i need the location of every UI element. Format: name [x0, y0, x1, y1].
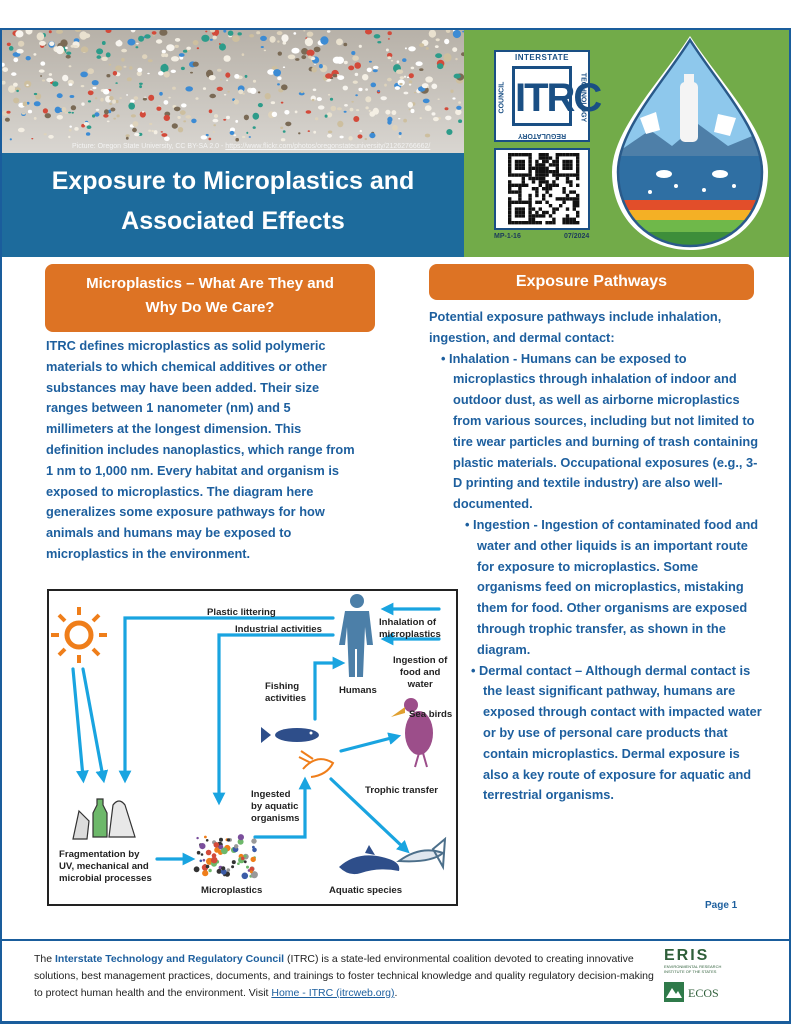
- itrc-logo-left-text: COUNCIL: [498, 81, 506, 114]
- section-heading-microplastics: Microplastics – What Are They and Why Do…: [45, 264, 375, 332]
- label-fragmentation-line1: Fragmentation by: [59, 849, 140, 860]
- page-title-line1: Exposure to Microplastics and: [51, 167, 415, 195]
- label-fragmentation: Fragmentation by UV, mechanical and micr…: [59, 849, 152, 885]
- bullet-ingestion: • Ingestion - Ingestion of contaminated …: [465, 516, 759, 657]
- label-trophic-transfer: Trophic transfer: [365, 785, 439, 796]
- sun-icon: [51, 607, 107, 663]
- page-title: Exposure to Microplastics and Associated…: [2, 161, 464, 241]
- label-inhalation-line1: Inhalation of: [379, 617, 437, 628]
- page-number: Page 1: [705, 900, 738, 911]
- section-heading-line2: Why Do We Care?: [145, 299, 275, 316]
- title-band: Exposure to Microplastics and Associated…: [2, 153, 464, 257]
- label-fishing: Fishing activities: [265, 681, 306, 705]
- eris-logo-subtitle: ENVIRONMENTAL RESEARCH INSTITUTE OF THE …: [664, 964, 722, 974]
- shrimp-icon: [298, 750, 335, 778]
- label-sea-birds: Sea birds: [409, 709, 453, 720]
- label-humans: Humans: [339, 685, 377, 696]
- label-microplastics: Microplastics: [201, 885, 263, 896]
- page-title-line2: Associated Effects: [121, 207, 345, 235]
- itrc-logo-box: ITRC: [512, 66, 602, 126]
- footer-prefix: The: [34, 953, 56, 965]
- exposure-pathway-diagram: Plastic littering Industrial activities …: [47, 589, 458, 906]
- footer-suffix: .: [394, 987, 398, 999]
- label-ingestion-line1: Ingestion of: [393, 655, 448, 666]
- bottom-border: [0, 1021, 791, 1024]
- label-fragmentation-line2: UV, mechanical and: [59, 861, 149, 872]
- label-aquatic-species: Aquatic species: [329, 885, 403, 896]
- label-ingested: Ingested by aquatic organisms: [251, 789, 300, 825]
- human-icon: [339, 594, 373, 677]
- qr-code-graphic: [496, 150, 588, 228]
- diagram-graphics: [51, 594, 447, 880]
- footer-itrc-link[interactable]: Home - ITRC (itrcweb.org): [271, 987, 395, 999]
- microplastic-particles: [193, 834, 258, 880]
- label-ingested-line3: organisms: [251, 813, 300, 824]
- label-inhalation: Inhalation of microplastics: [379, 617, 441, 641]
- photo-credit-link[interactable]: https://www.flickr.com/photos/oregonstat…: [225, 143, 431, 150]
- ecos-mountain-icon: [664, 982, 684, 1002]
- label-industrial-activities: Industrial activities: [235, 624, 322, 635]
- footer-divider: [0, 939, 791, 941]
- bullet-dermal-contact: • Dermal contact – Although dermal conta…: [471, 662, 762, 803]
- section-heading-line1: Microplastics – What Are They and: [86, 275, 334, 292]
- dolphin-icon: [339, 845, 400, 875]
- label-ingested-line2: by aquatic: [251, 801, 299, 812]
- qr-code-icon[interactable]: [494, 148, 590, 230]
- label-fragmentation-line3: microbial processes: [59, 873, 152, 884]
- exposure-pathways-text: Potential exposure pathways include inha…: [429, 307, 764, 806]
- eris-logo-word: ERIS: [664, 947, 710, 964]
- label-fishing-line1: Fishing: [265, 681, 300, 692]
- label-ingestion-line2: food and: [399, 667, 441, 678]
- itrc-logo-top-text: INTERSTATE: [514, 53, 570, 62]
- document-number: MP-1-16: [494, 233, 521, 240]
- label-ingestion-line3: water: [407, 679, 433, 690]
- fish-icon: [261, 727, 319, 743]
- microplastics-photo: Picture: Oregon State University, CC BY-…: [2, 30, 464, 153]
- microplastics-photo-image: [2, 30, 464, 153]
- photo-credit: Picture: Oregon State University, CC BY-…: [72, 143, 430, 150]
- itrc-logo-bottom-text: REGULATORY: [517, 132, 567, 139]
- label-plastic-littering: Plastic littering: [207, 607, 276, 618]
- eris-logo: ERIS ENVIRONMENTAL RESEARCH INSTITUTE OF…: [664, 947, 724, 975]
- label-ingested-line1: Ingested: [251, 789, 291, 800]
- itrc-logo: INTERSTATE COUNCIL TECHNOLOGY ITRC REGUL…: [494, 50, 602, 142]
- section-heading-exposure-pathways: Exposure Pathways: [429, 264, 754, 300]
- footer-text: The Interstate Technology and Regulatory…: [34, 951, 654, 1002]
- microplastics-definition-text: ITRC defines microplastics as solid poly…: [46, 338, 355, 561]
- label-ingestion: Ingestion of food and water: [393, 655, 447, 691]
- photo-credit-text: Picture: Oregon State University, CC BY-…: [72, 143, 226, 150]
- footer-description: (ITRC) is a state-led environmental coal…: [34, 953, 654, 999]
- bottle-icon: [72, 798, 136, 840]
- label-inhalation-line2: microplastics: [379, 629, 441, 640]
- water-drop-icon: [612, 36, 768, 250]
- bird-icon: [391, 698, 433, 768]
- page-frame: [0, 28, 791, 1024]
- exposure-intro: Potential exposure pathways include inha…: [429, 309, 722, 345]
- ecos-logo: ECOS: [664, 982, 724, 1004]
- ecos-logo-word: ECOS: [688, 986, 719, 1000]
- bullet-inhalation: • Inhalation - Humans can be exposed to …: [441, 350, 759, 512]
- label-fishing-line2: activities: [265, 693, 307, 704]
- footer-org-name: Interstate Technology and Regulatory Cou…: [55, 953, 285, 965]
- itrc-logo-word: ITRC: [515, 76, 602, 120]
- document-date: 07/2024: [564, 233, 590, 240]
- swordfish-icon: [396, 836, 447, 871]
